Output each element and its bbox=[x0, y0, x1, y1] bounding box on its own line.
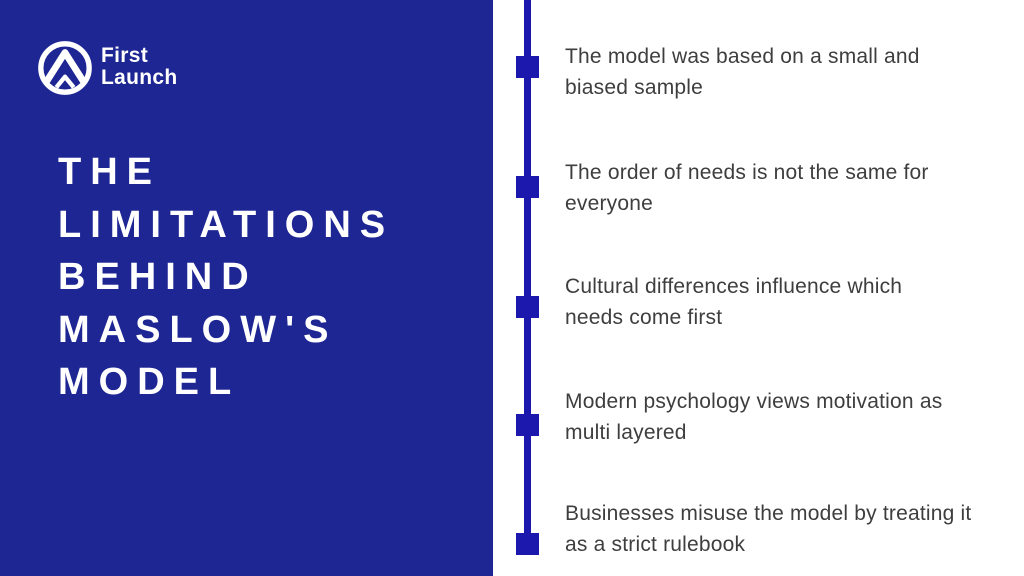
brand-logo: First Launch bbox=[36, 39, 177, 97]
content-panel: The model was based on a small and biase… bbox=[493, 0, 1024, 576]
pyramid-decoration-top bbox=[368, 30, 428, 83]
timeline-node-5 bbox=[516, 533, 539, 555]
brand-name: First Launch bbox=[101, 45, 177, 89]
timeline-item-text-2: The order of needs is not the same for e… bbox=[565, 161, 929, 215]
pyramid-decoration-bottom-right bbox=[931, 448, 992, 502]
slide-title: THE LIMITATIONS BEHIND MASLOW'S MODEL bbox=[58, 151, 395, 403]
first-launch-logo-icon bbox=[38, 41, 92, 95]
timeline-item-text-3: Cultural differences influence which nee… bbox=[565, 275, 903, 329]
timeline-item-text-1: The model was based on a small and biase… bbox=[565, 45, 920, 99]
pyramid-decoration-bottom-left bbox=[76, 498, 142, 570]
timeline-node-3 bbox=[516, 296, 539, 318]
brand-name-line1: First bbox=[101, 44, 149, 67]
title-panel: First Launch THE LIMITATIONS BEHIND MASL… bbox=[0, 0, 493, 576]
brand-name-line2: Launch bbox=[101, 66, 178, 89]
pyramid-decoration-top-right bbox=[940, 30, 1008, 104]
timeline-node-4 bbox=[516, 414, 539, 436]
timeline-line bbox=[524, 0, 531, 540]
timeline-node-1 bbox=[516, 56, 539, 78]
timeline-node-2 bbox=[516, 176, 539, 198]
timeline-item-text-4: Modern psychology views motivation as mu… bbox=[565, 390, 943, 444]
timeline-item-text-5: Businesses misuse the model by treating … bbox=[565, 502, 972, 556]
